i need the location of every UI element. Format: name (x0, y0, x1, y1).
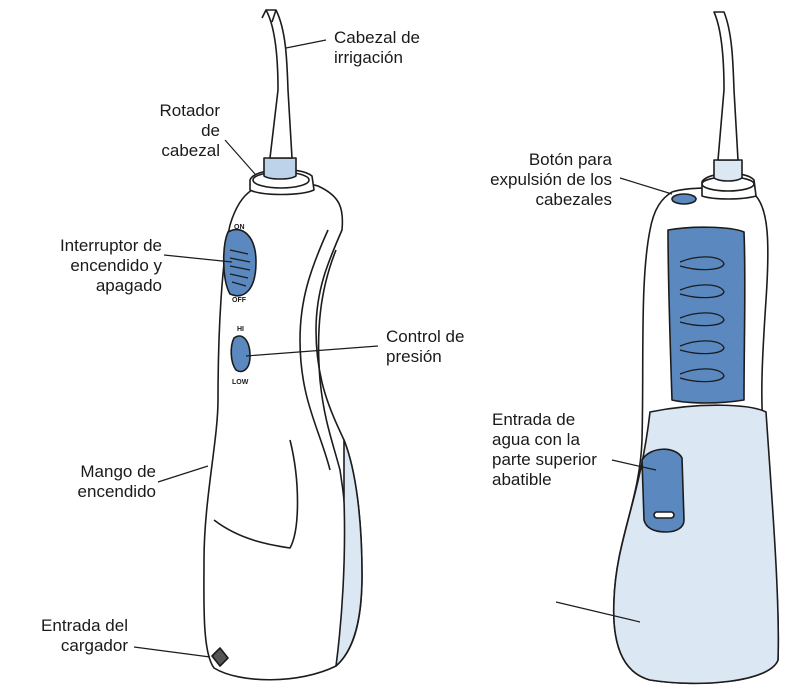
label-line: expulsión de los (470, 170, 612, 190)
leader-rotador (225, 140, 255, 174)
label-line: Cabezal de (334, 28, 420, 48)
label-line: cargador (4, 636, 128, 656)
label-mango: Mango de encendido (20, 462, 156, 502)
label-line: parte superior (492, 450, 597, 470)
label-control-presion: Control de presión (386, 327, 464, 367)
switch-hi-text: HI (237, 326, 244, 333)
switch-low-text: LOW (232, 379, 249, 386)
label-cabezal-irrigacion: Cabezal de irrigación (334, 28, 420, 68)
label-line: abatible (492, 470, 597, 490)
leader-cabezal-irrigacion (286, 40, 326, 48)
irrigation-tip (266, 10, 292, 158)
head-rotator (264, 158, 296, 179)
right-device (614, 12, 779, 683)
left-device (204, 10, 362, 680)
label-interruptor: Interruptor de encendido y apagado (10, 236, 162, 296)
leader-interruptor (164, 255, 232, 262)
right-irrigation-tip (714, 12, 738, 160)
label-entrada-cargador: Entrada del cargador (4, 616, 128, 656)
label-line: Rotador (110, 101, 220, 121)
pressure-switch (231, 336, 250, 371)
eject-button (672, 194, 696, 204)
label-line: de (110, 121, 220, 141)
water-inlet-lid (642, 449, 684, 532)
label-line: Entrada del (4, 616, 128, 636)
leader-cargador (134, 647, 210, 657)
right-device-grip (668, 227, 745, 403)
label-boton-expulsion: Botón para expulsión de los cabezales (470, 150, 612, 210)
right-head-rotator (714, 160, 742, 181)
label-rotador-cabezal: Rotador de cabezal (110, 101, 220, 161)
label-line: Entrada de (492, 410, 597, 430)
leader-mango (158, 466, 208, 482)
label-line: agua con la (492, 430, 597, 450)
water-reservoir (614, 405, 779, 683)
label-line: Botón para (470, 150, 612, 170)
label-line: presión (386, 347, 464, 367)
label-line: irrigación (334, 48, 420, 68)
power-switch (224, 230, 256, 296)
label-line: encendido y (10, 256, 162, 276)
label-line: encendido (20, 482, 156, 502)
water-inlet-latch (654, 512, 674, 518)
label-entrada-agua: Entrada de agua con la parte superior ab… (492, 410, 597, 490)
label-line: apagado (10, 276, 162, 296)
switch-off-text: OFF (232, 297, 247, 304)
label-line: cabezal (110, 141, 220, 161)
label-line: Mango de (20, 462, 156, 482)
switch-on-text: ON (234, 224, 245, 231)
label-line: Interruptor de (10, 236, 162, 256)
leader-boton-expulsion (620, 178, 672, 194)
label-line: Control de (386, 327, 464, 347)
label-line: cabezales (470, 190, 612, 210)
